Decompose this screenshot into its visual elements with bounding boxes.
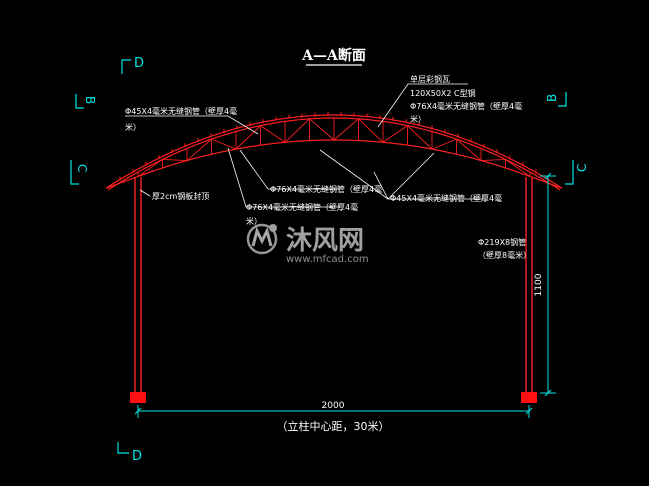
watermark-logo-icon [246,223,278,255]
leader-lines [125,83,488,208]
truss-diagonal [456,138,482,161]
annotation-column-cont: （壁厚8毫米） [478,250,531,260]
column-right [521,177,537,403]
truss-diagonal [186,138,212,161]
height-dimension: 1100 [534,172,556,397]
section-label-d-bottom: D [132,449,142,464]
truss-diagonal [284,118,310,143]
section-marker-right-b: B [545,92,567,107]
section-label-c-right: C [575,164,589,172]
truss-diagonal [162,158,188,161]
watermark: 沐风网 www.mfcad.com [246,223,369,265]
truss-diagonal [382,125,408,143]
truss-end-left [105,175,139,189]
truss-diagonal [309,118,335,141]
truss-diagonal [333,118,359,141]
section-label-c-left: C [75,164,89,172]
truss-diagonal [211,138,237,150]
annotation-bottom-chord: Φ76X4毫米无缝钢管（壁厚4毫 [410,101,522,111]
roof-truss [105,112,563,191]
section-marker-right-c: C [565,160,589,185]
section-label-b-left: B [83,96,97,104]
top-chord-outer [105,114,563,189]
annotation-column: Φ219X8钢管 [478,237,526,247]
span-note: （立柱中心距，30米） [277,419,390,433]
section-marker-left-c: C [70,160,89,185]
bottom-chord [137,139,531,178]
span-value: 2000 [322,401,345,411]
section-marker-bottom-left: D [117,442,142,464]
annotation-web-2: Φ76X4毫米无缝钢管（壁厚4毫 [246,202,358,212]
annotation-mid-web: Φ45X4毫米无缝钢管（壁厚4毫 [390,193,502,203]
annotation-web-1: Φ76X4毫米无缝钢管（壁厚4毫 [270,184,382,194]
truss-diagonal [137,159,163,177]
truss-diagonal [235,125,261,150]
height-value: 1100 [534,273,544,296]
annotation-roof-sheet: 单层彩钢瓦 [410,74,450,84]
truss-diagonal [431,138,457,150]
span-dimension: 2000 （立柱中心距，30米） [134,401,533,433]
annotation-c-purlin: 120X50X2 C型钢 [410,88,476,98]
truss-diagonal [358,118,384,143]
section-marker-top-left: D [121,56,144,74]
watermark-brand: 沐风网 [286,226,364,256]
annotation-top-chord-cont: 米） [125,122,141,132]
truss-diagonal [260,125,286,143]
truss-diagonal [480,158,506,161]
base-plate-right [521,392,537,403]
annotation-base-plate: 厚2cm钢板封顶 [152,191,209,201]
column-left [130,177,146,403]
section-marker-left-b: B [75,94,97,109]
section-label-b-right: B [545,94,559,102]
truss-diagonal [407,125,433,150]
section-label-d-top: D [134,56,144,71]
watermark-url: www.mfcad.com [286,254,369,265]
truss-diagonal [505,159,531,177]
annotation-bottom-chord-cont: 米） [410,114,426,124]
annotation-top-chord: Φ45X4毫米无缝钢管（壁厚4毫 [125,106,237,116]
base-plate-left [130,392,146,403]
truss-end-right [529,175,563,189]
drawing-title: A—A断面 [301,47,366,64]
annotation-web-2-cont: 米） [246,216,262,226]
